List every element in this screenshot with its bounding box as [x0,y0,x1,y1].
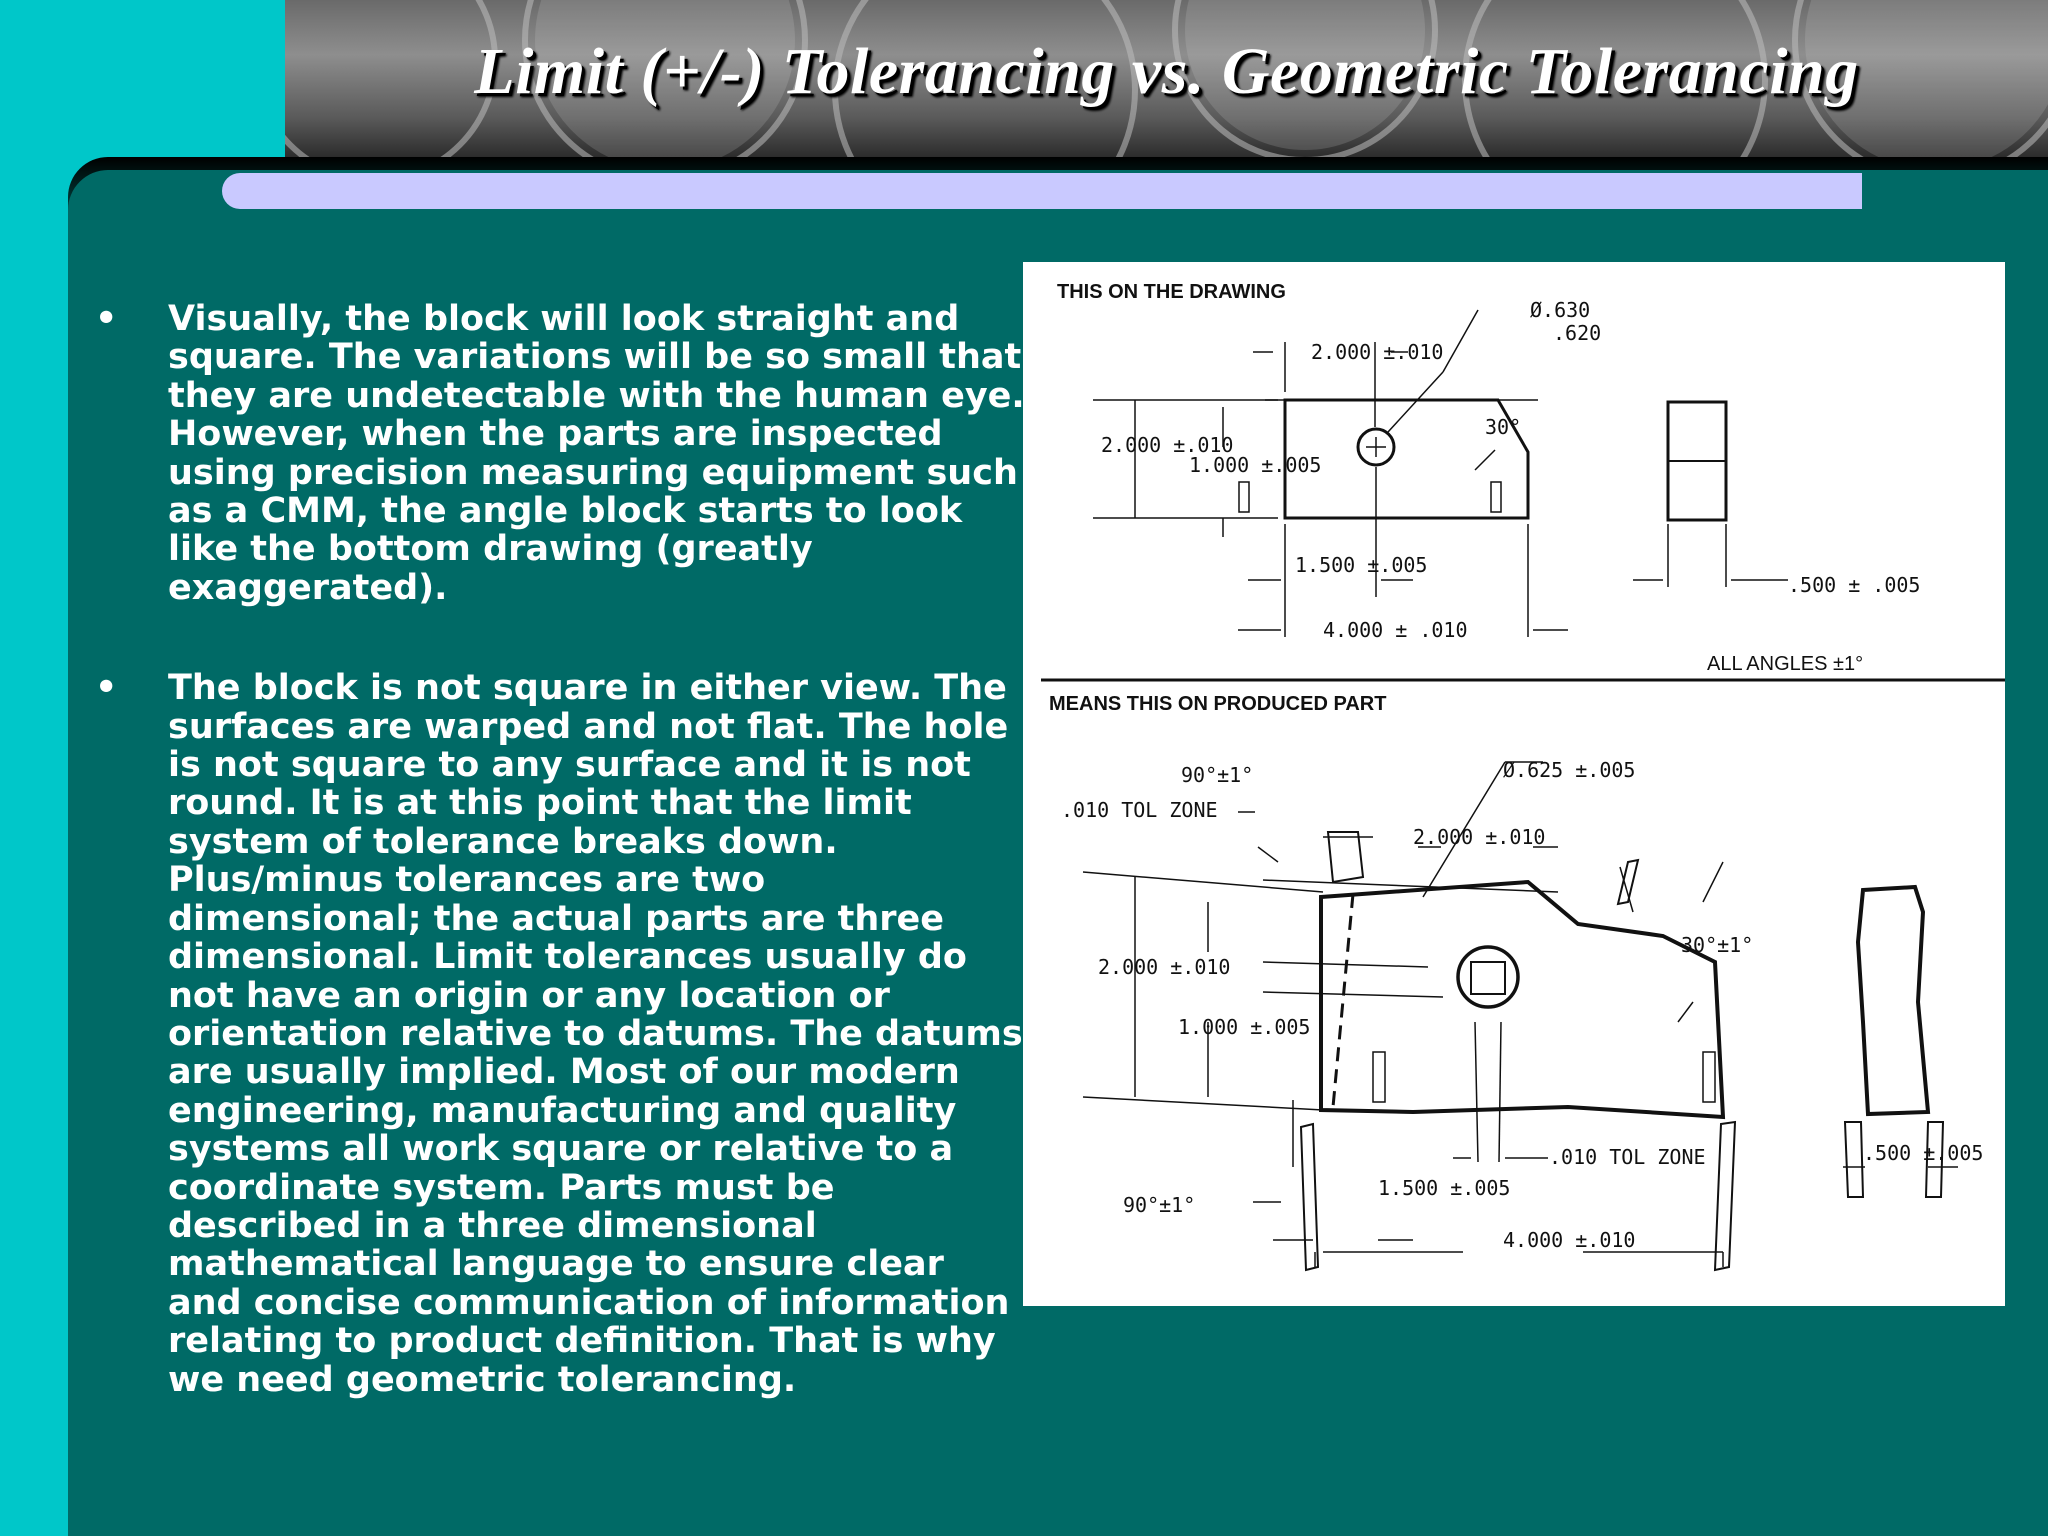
dim-top-dia-upper: Ø.630 [1530,298,1590,322]
slide-title: Limit (+/-) Tolerancing vs. Geometric To… [474,35,1859,108]
dim-bottom-tol-zone-2: .010 TOL ZONE [1549,1145,1706,1169]
dim-top-width: 2.000 ±.010 [1311,340,1443,364]
bullet-text: The block is not square in either view. … [168,668,1023,1400]
dim-bottom-angle-bottom: 90°±1° [1123,1193,1195,1217]
dim-top-overall: 4.000 ± .010 [1323,618,1468,642]
bottom-hole [1456,945,1520,1009]
top-heading: THIS ON THE DRAWING [1057,281,1286,303]
top-hole [1356,427,1396,467]
dim-bottom-tol-zone: .010 TOL ZONE [1061,798,1218,822]
bottom-heading: MEANS THIS ON PRODUCED PART [1049,693,1386,715]
dim-bottom-dia: Ø.625 ±.005 [1503,758,1635,782]
dim-top-hole-x: 1.500 ±.005 [1295,553,1427,577]
dim-top-dia-lower: .620 [1553,321,1601,345]
bullet-item: • The block is not square in either view.… [95,669,1025,1399]
dim-bottom-angle-top: 90°±1° [1181,763,1253,787]
dim-bottom-hole-height: 1.000 ±.005 [1178,1015,1310,1039]
dim-bottom-thickness: .500 ±.005 [1863,1141,1983,1165]
dim-top-hole-height: 1.000 ±.005 [1189,453,1321,477]
bottom-warp-line [1331,893,1355,1108]
bottom-hole-square [1470,961,1506,995]
bottom-tolerance-zones [1299,831,1945,1272]
dim-top-angle: 30° [1485,415,1521,439]
bullet-marker: • [95,299,118,339]
bullet-text: Visually, the block will look straight a… [168,299,1025,608]
dim-bottom-angle-30: 30°±1° [1681,933,1753,957]
bullet-marker: • [95,668,118,709]
header-coin-photo [285,0,2048,157]
bullet-list: • Visually, the block will look straight … [95,300,1025,1399]
tolerancing-figure: THIS ON THE DRAWING ALL ANGLES ±1° MEANS… [1023,262,2005,1306]
bolt-symbols [1238,481,1716,1103]
dim-bottom-overall: 4.000 ±.010 [1503,1228,1635,1252]
dim-bottom-hole-x: 1.500 ±.005 [1378,1176,1510,1200]
bottom-side-view [1855,884,1931,1117]
accent-bar [222,173,1862,209]
dim-bottom-width: 2.000 ±.010 [1413,825,1545,849]
bottom-block-outline [1319,879,1726,1120]
bullet-item: • Visually, the block will look straight … [95,300,1025,607]
dim-bottom-height: 2.000 ±.010 [1098,955,1230,979]
dim-top-height: 2.000 ±.010 [1101,433,1233,457]
dim-top-thickness: .500 ± .005 [1788,573,1920,597]
top-dimension-lines [1093,309,1788,637]
all-angles-note: ALL ANGLES ±1° [1707,653,1863,675]
bottom-dimension-lines [1082,761,1958,1267]
